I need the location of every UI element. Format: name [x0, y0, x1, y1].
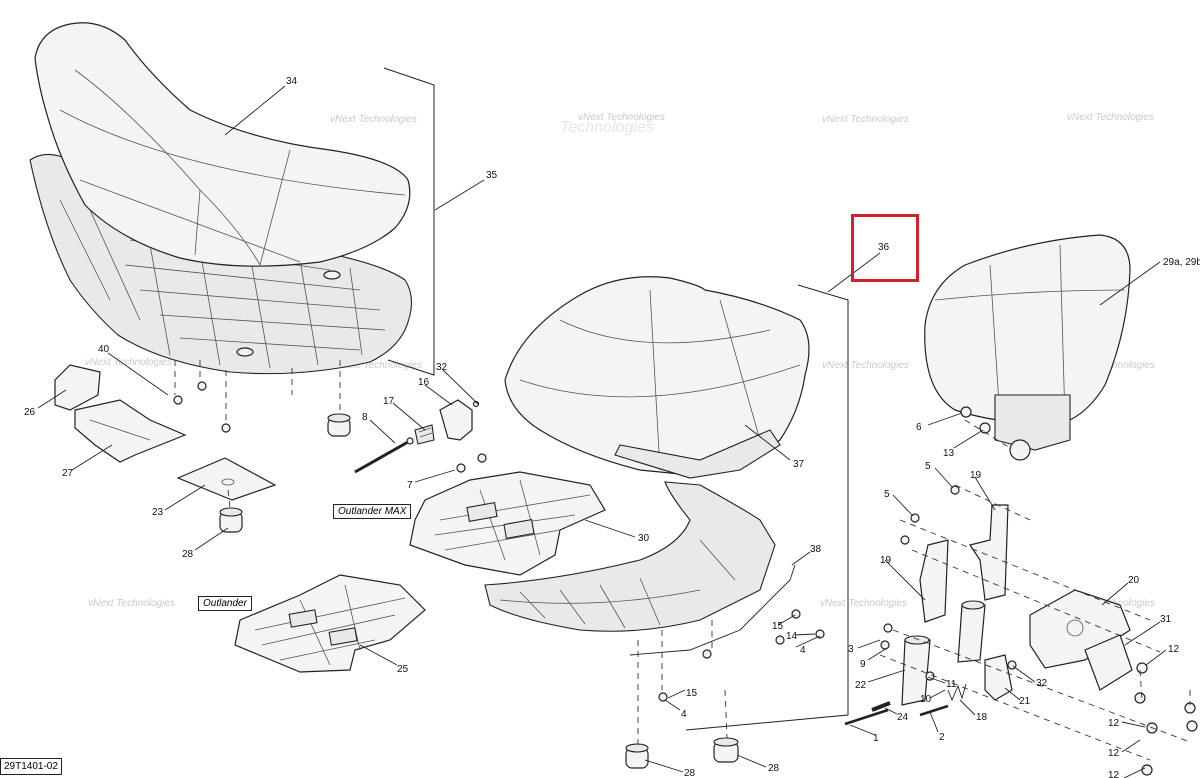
assembly-lines	[174, 360, 1191, 761]
callout-30: 30	[638, 533, 650, 544]
callout-20: 20	[1128, 575, 1140, 586]
callout-25: 25	[397, 664, 409, 675]
watermark: vNext Technologies	[335, 360, 422, 371]
callout-31: 31	[1160, 614, 1172, 625]
callout-7: 7	[407, 480, 413, 491]
callout-12: 12	[1108, 770, 1120, 778]
backrest-29	[924, 234, 1131, 461]
callout-19: 19	[970, 470, 982, 481]
watermark: vNext Technologies	[1067, 112, 1154, 123]
callout-1: 1	[873, 733, 879, 744]
callout-3: 3	[848, 644, 854, 655]
hinge-21	[984, 654, 1013, 701]
panel-27	[74, 399, 187, 463]
callout-28: 28	[182, 549, 194, 560]
watermark: vNext Technologies	[330, 114, 417, 125]
bumper-28	[713, 737, 739, 763]
callout-labels: 34 35 36 29a, 29b 37 40 26 27 23 28 32 1…	[24, 76, 1200, 778]
watermark: vNext Technologies	[822, 360, 909, 371]
storage-bin	[484, 481, 776, 632]
callout-15: 15	[772, 621, 784, 632]
watermark: vNext Technologies	[578, 112, 665, 123]
variant-label-outlander-max: Outlander MAX	[333, 504, 412, 519]
callout-17: 17	[383, 396, 395, 407]
callout-13: 13	[943, 448, 955, 459]
shield-23	[176, 457, 277, 501]
callout-38: 38	[810, 544, 822, 555]
callout-19: 19	[880, 555, 892, 566]
latch-16	[439, 399, 473, 441]
callout-12: 12	[1108, 718, 1120, 729]
callout-23: 23	[152, 507, 164, 518]
callout-22: 22	[855, 680, 867, 691]
callout-12: 12	[1168, 644, 1180, 655]
callout-37: 37	[793, 459, 805, 470]
fasteners	[173, 381, 1198, 776]
tube-22	[901, 635, 931, 706]
callout-4: 4	[681, 709, 687, 720]
bracket-19	[969, 504, 1009, 601]
group-brackets	[383, 67, 849, 731]
watermark: vNext Technologies	[85, 357, 172, 368]
callout-36: 36	[878, 242, 890, 253]
callout-21: 21	[1019, 696, 1031, 707]
callout-15: 15	[686, 688, 698, 699]
callout-12: 12	[1108, 748, 1120, 759]
callout-8: 8	[362, 412, 368, 423]
leader-lines	[37, 85, 1167, 778]
callout-14: 14	[786, 631, 798, 642]
callout-16: 16	[418, 377, 430, 388]
watermark: vNext Technologies	[822, 114, 909, 125]
callout-2: 2	[939, 732, 945, 743]
callout-28: 28	[684, 768, 696, 778]
watermark: vNext Technologies	[88, 598, 175, 609]
callout-29ab: 29a, 29b	[1163, 257, 1200, 268]
tube-right	[957, 600, 986, 663]
callout-9: 9	[860, 659, 866, 670]
callout-5: 5	[884, 489, 890, 500]
watermark: vNext Technologies	[820, 598, 907, 609]
bracket-19	[919, 539, 949, 623]
callout-32: 32	[436, 362, 448, 373]
bumper-28	[219, 507, 243, 533]
panel-26	[54, 364, 101, 411]
highlight-box[interactable]	[851, 214, 919, 282]
callout-5: 5	[925, 461, 931, 472]
callout-4: 4	[800, 645, 806, 656]
callout-11: 11	[946, 679, 957, 690]
watermark: Technologies	[560, 119, 654, 136]
bumper-28	[327, 413, 351, 437]
passenger-seat-37	[504, 276, 810, 479]
callout-10: 10	[920, 694, 932, 705]
spring-17	[414, 424, 435, 445]
callout-28: 28	[768, 763, 780, 774]
callout-40: 40	[98, 344, 110, 355]
latch-rod-38	[629, 564, 796, 656]
callout-26: 26	[24, 407, 36, 418]
bracket-31	[1084, 634, 1133, 691]
callout-35: 35	[486, 170, 498, 181]
floor-tray-25	[234, 574, 426, 673]
seat-34	[34, 22, 411, 267]
callout-32: 32	[1036, 678, 1048, 689]
callout-18: 18	[976, 712, 988, 723]
callout-34: 34	[286, 76, 298, 87]
bumper-28	[625, 743, 649, 769]
callout-24: 24	[897, 712, 909, 723]
floor-tray-30	[409, 471, 606, 576]
callout-27: 27	[62, 468, 74, 479]
bolt-8	[354, 437, 414, 474]
variant-label-outlander: Outlander	[198, 596, 252, 611]
callout-6: 6	[916, 422, 922, 433]
document-id: 29T1401-02	[0, 758, 62, 775]
